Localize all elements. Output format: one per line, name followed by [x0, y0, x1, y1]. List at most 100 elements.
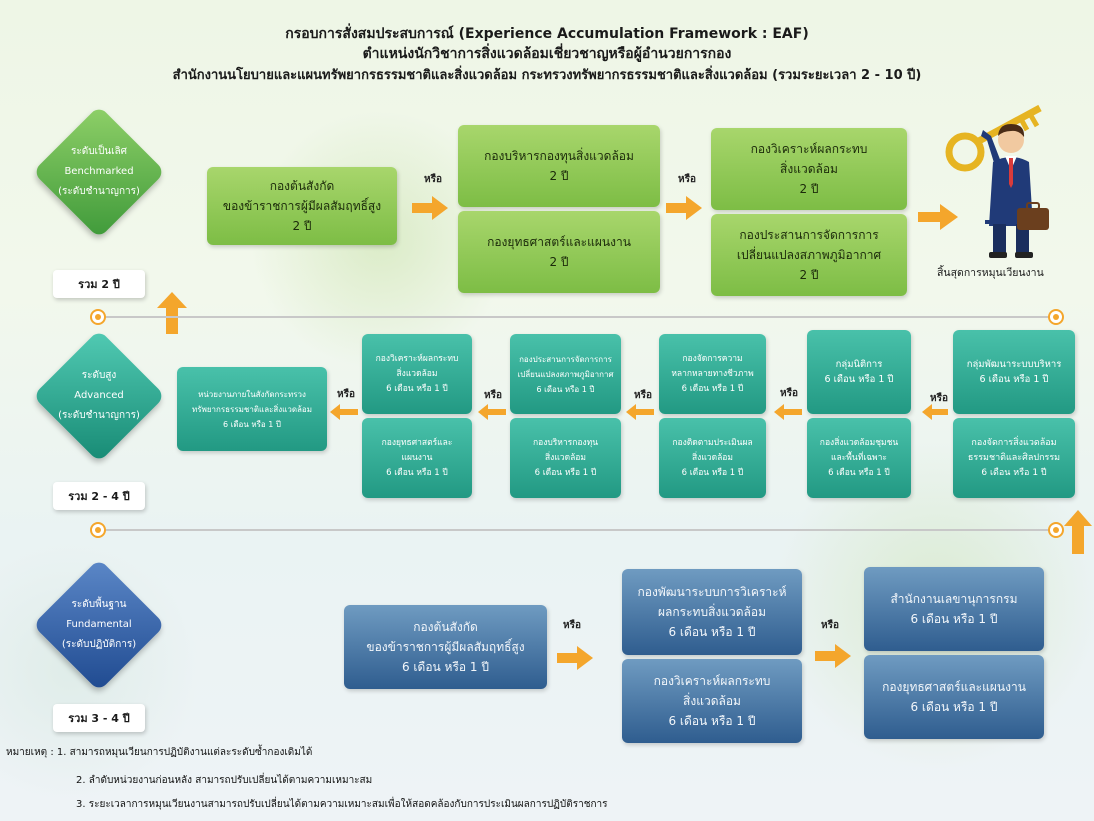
or-label: หรือ — [484, 390, 502, 401]
top-col3a-line2: สิ่งแวดล้อม — [780, 162, 838, 176]
bottom-col3a-line2: 6 เดือน หรือ 1 ปี — [910, 612, 998, 626]
bottom-start-box: กองต้นสังกัด ของข้าราชการผู้มีผลสัมฤทธิ์… — [344, 605, 547, 689]
mid-g3a-line3: 6 เดือน หรือ 1 ปี — [681, 383, 744, 394]
or-label: หรือ — [780, 388, 798, 399]
bottom-col3-box-a: สำนักงานเลขานุการกรม 6 เดือน หรือ 1 ปี — [864, 567, 1044, 651]
flow-arrow-icon — [666, 196, 702, 220]
note-2: 2. ลำดับหน่วยงานก่อนหลัง สามารถปรับเปลี่… — [76, 775, 373, 786]
flow-arrow-left-icon — [626, 404, 654, 420]
mid-g6-box: หน่วยงานภายในสังกัดกระทรวง ทรัพยากรธรรมช… — [177, 367, 327, 451]
mid-g4b-line1: กองบริหารกองทุน — [532, 437, 599, 448]
bottom-col2a-line1: กองพัฒนาระบบการวิเคราะห์ — [637, 585, 787, 599]
flow-arrow-left-icon — [330, 404, 358, 420]
bottom-col3b-line2: 6 เดือน หรือ 1 ปี — [910, 700, 998, 714]
mid-g3b-line2: สิ่งแวดล้อม — [691, 452, 734, 463]
top-col2-box-a: กองบริหารกองทุนสิ่งแวดล้อม 2 ปี — [458, 125, 660, 207]
note-3: 3. ระยะเวลาการหมุนเวียนงานสามารถปรับเปลี… — [76, 799, 608, 810]
or-label: หรือ — [821, 620, 839, 631]
mid-g2-box-b: กองสิ่งแวดล้อมชุมชน และพื้นที่เฉพาะ 6 เด… — [807, 418, 911, 498]
mid-g1b-line3: 6 เดือน หรือ 1 ปี — [981, 467, 1047, 478]
top-start-line1: กองต้นสังกัด — [269, 179, 335, 193]
or-label: หรือ — [634, 390, 652, 401]
mid-g5a-line1: กองวิเคราะห์ผลกระทบ — [375, 353, 459, 364]
mid-g6-line3: 6 เดือน หรือ 1 ปี — [222, 419, 281, 429]
mid-g2a-line2: 6 เดือน หรือ 1 ปี — [824, 374, 894, 385]
advanced-label-en: Advanced — [74, 390, 124, 401]
top-col3b-line2: เปลี่ยนแปลงสภาพภูมิอากาศ — [736, 248, 882, 262]
mid-g4b-line3: 6 เดือน หรือ 1 ปี — [534, 467, 597, 478]
mid-g4a-line2: เปลี่ยนแปลงสภาพภูมิอากาศ — [517, 369, 614, 379]
mid-g6-line2: ทรัพยากรธรรมชาติและสิ่งแวดล้อม — [192, 404, 312, 414]
mid-g5-box-a: กองวิเคราะห์ผลกระทบ สิ่งแวดล้อม 6 เดือน … — [362, 334, 472, 414]
benchmarked-total: รวม 2 ปี — [53, 270, 145, 298]
mid-g5a-line2: สิ่งแวดล้อม — [396, 368, 438, 379]
bottom-col2-box-a: กองพัฒนาระบบการวิเคราะห์ ผลกระทบสิ่งแวดล… — [622, 569, 802, 655]
bottom-col3a-line1: สำนักงานเลขานุการกรม — [890, 592, 1018, 606]
mid-g4-box-b: กองบริหารกองทุน สิ่งแวดล้อม 6 เดือน หรือ… — [510, 418, 621, 498]
mid-g1a-line1: กลุ่มพัฒนาระบบบริหาร — [966, 359, 1062, 370]
top-col3-box-a: กองวิเคราะห์ผลกระทบ สิ่งแวดล้อม 2 ปี — [711, 128, 907, 210]
flow-arrow-icon — [412, 196, 448, 220]
businessman-with-key-icon — [945, 104, 1049, 258]
flow-arrow-icon — [557, 646, 593, 670]
mid-g5a-line3: 6 เดือน หรือ 1 ปี — [386, 383, 448, 394]
level-up-arrow-icon — [157, 292, 187, 334]
top-col2-box-b: กองยุทธศาสตร์และแผนงาน 2 ปี — [458, 211, 660, 293]
top-col3b-line1: กองประสานการจัดการการ — [739, 228, 879, 242]
fundamental-total: รวม 3 - 4 ปี — [53, 704, 145, 732]
bottom-start-line1: กองต้นสังกัด — [413, 620, 478, 634]
mid-g6-line1: หน่วยงานภายในสังกัดกระทรวง — [198, 389, 306, 399]
mid-g3-box-a: กองจัดการความ หลากหลายทางชีวภาพ 6 เดือน … — [659, 334, 766, 414]
bottom-col2-box-b: กองวิเคราะห์ผลกระทบ สิ่งแวดล้อม 6 เดือน … — [622, 659, 802, 743]
bottom-start-line3: 6 เดือน หรือ 1 ปี — [401, 660, 489, 674]
mid-g4-box-a: กองประสานการจัดการการ เปลี่ยนแปลงสภาพภูม… — [510, 334, 621, 414]
advanced-total: รวม 2 - 4 ปี — [53, 482, 145, 510]
or-label: หรือ — [337, 389, 355, 400]
flow-arrow-icon — [815, 644, 851, 668]
advanced-label-grade: (ระดับชำนาญการ) — [58, 410, 140, 421]
bottom-col3-box-b: กองยุทธศาสตร์และแผนงาน 6 เดือน หรือ 1 ปี — [864, 655, 1044, 739]
or-label: หรือ — [563, 620, 581, 631]
mid-g5b-line3: 6 เดือน หรือ 1 ปี — [386, 467, 448, 478]
or-label: หรือ — [678, 174, 696, 185]
top-col2b-line1: กองยุทธศาสตร์และแผนงาน — [487, 235, 631, 249]
mid-g3-box-b: กองติดตามประเมินผล สิ่งแวดล้อม 6 เดือน ห… — [659, 418, 766, 498]
top-col3a-line3: 2 ปี — [799, 182, 819, 196]
title-line-2: ตำแหน่งนักวิชาการสิ่งแวดล้อมเชี่ยวชาญหรื… — [362, 46, 732, 62]
level-separator — [98, 316, 1056, 318]
mid-g5b-line1: กองยุทธศาสตร์และ — [381, 437, 453, 448]
flow-arrow-left-icon — [922, 404, 948, 420]
top-start-line3: 2 ปี — [292, 219, 312, 233]
fundamental-label-grade: (ระดับปฏิบัติการ) — [61, 639, 137, 650]
top-col2a-line1: กองบริหารกองทุนสิ่งแวดล้อม — [484, 149, 634, 163]
or-label: หรือ — [930, 393, 948, 404]
note-1: หมายเหตุ : 1. สามารถหมุนเวียนการปฏิบัติง… — [6, 747, 313, 758]
mid-g1a-line2: 6 เดือน หรือ 1 ปี — [979, 374, 1049, 385]
mid-g4b-line2: สิ่งแวดล้อม — [544, 452, 587, 463]
bottom-col2b-line2: สิ่งแวดล้อม — [683, 694, 741, 708]
title-line-3: สำนักงานนโยบายและแผนทรัพยากรธรรมชาติและส… — [172, 68, 922, 83]
advanced-label-th: ระดับสูง — [81, 370, 117, 381]
fundamental-label-en: Fundamental — [66, 619, 132, 630]
separator-node-icon — [90, 309, 106, 325]
bottom-col2a-line3: 6 เดือน หรือ 1 ปี — [668, 625, 756, 639]
benchmarked-label-en: Benchmarked — [64, 166, 134, 177]
end-of-rotation-label: สิ้นสุดการหมุนเวียนงาน — [937, 267, 1044, 279]
mid-g1-box-a: กลุ่มพัฒนาระบบบริหาร 6 เดือน หรือ 1 ปี — [953, 330, 1075, 414]
fundamental-label-th: ระดับพื้นฐาน — [71, 599, 127, 610]
mid-g2b-line2: และพื้นที่เฉพาะ — [831, 452, 887, 463]
mid-g3a-line2: หลากหลายทางชีวภาพ — [671, 368, 754, 379]
top-start-line2: ของข้าราชการผู้มีผลสัมฤทธิ์สูง — [222, 199, 382, 213]
level-up-arrow-icon — [1064, 510, 1092, 554]
top-col2a-line2: 2 ปี — [549, 169, 569, 183]
separator-node-icon — [1048, 522, 1064, 538]
top-col3-box-b: กองประสานการจัดการการ เปลี่ยนแปลงสภาพภูม… — [711, 214, 907, 296]
mid-g2-box-a: กลุ่มนิติการ 6 เดือน หรือ 1 ปี — [807, 330, 911, 414]
top-col3b-line3: 2 ปี — [799, 268, 819, 282]
mid-g2a-line1: กลุ่มนิติการ — [835, 359, 883, 370]
mid-g3b-line3: 6 เดือน หรือ 1 ปี — [681, 467, 744, 478]
mid-g1-box-b: กองจัดการสิ่งแวดล้อม ธรรมชาติและศิลปกรรม… — [953, 418, 1075, 498]
level-separator — [98, 529, 1056, 531]
mid-g2b-line1: กองสิ่งแวดล้อมชุมชน — [819, 437, 899, 448]
or-label: หรือ — [424, 174, 442, 185]
